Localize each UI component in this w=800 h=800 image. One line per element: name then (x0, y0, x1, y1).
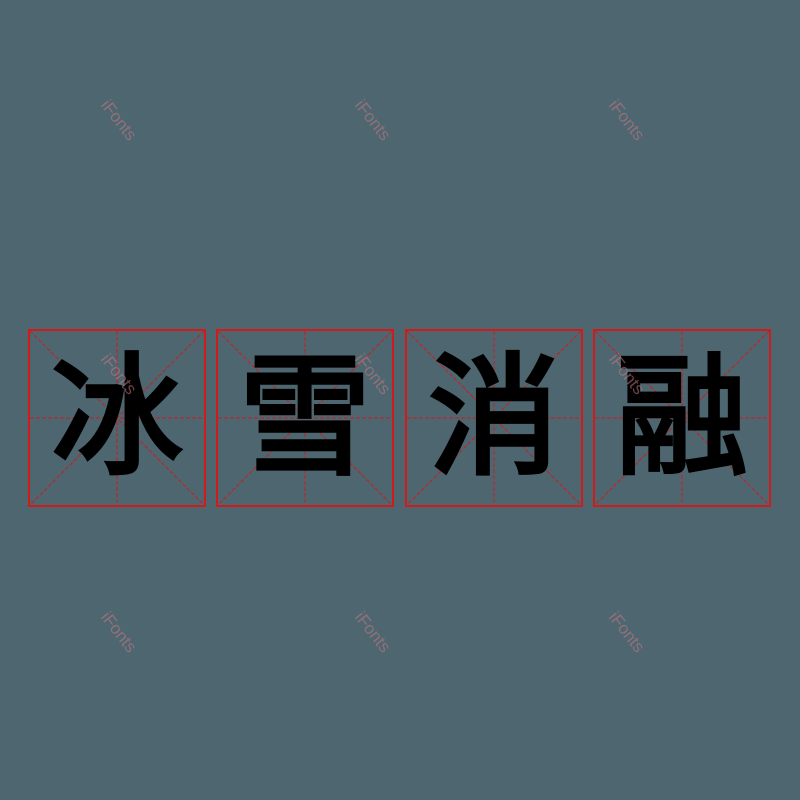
character-glyph: 冰 (51, 341, 183, 495)
character-glyph: 雪 (239, 341, 371, 495)
character-glyph: 融 (616, 341, 748, 495)
character-grid-box-4: 融 (593, 329, 771, 507)
character-glyph: 消 (428, 341, 560, 495)
mi-grid-icon (30, 331, 204, 505)
watermark: iFonts (605, 608, 649, 657)
mi-grid-icon (407, 331, 581, 505)
character-grid-box-2: 雪 (216, 329, 394, 507)
watermark: iFonts (97, 608, 141, 657)
watermark: iFonts (351, 96, 395, 145)
mi-grid-icon (595, 331, 769, 505)
character-grid-box-1: 冰 (28, 329, 206, 507)
mi-grid-icon (218, 331, 392, 505)
character-grid-box-3: 消 (405, 329, 583, 507)
watermark: iFonts (351, 608, 395, 657)
watermark: iFonts (605, 96, 649, 145)
watermark: iFonts (97, 96, 141, 145)
